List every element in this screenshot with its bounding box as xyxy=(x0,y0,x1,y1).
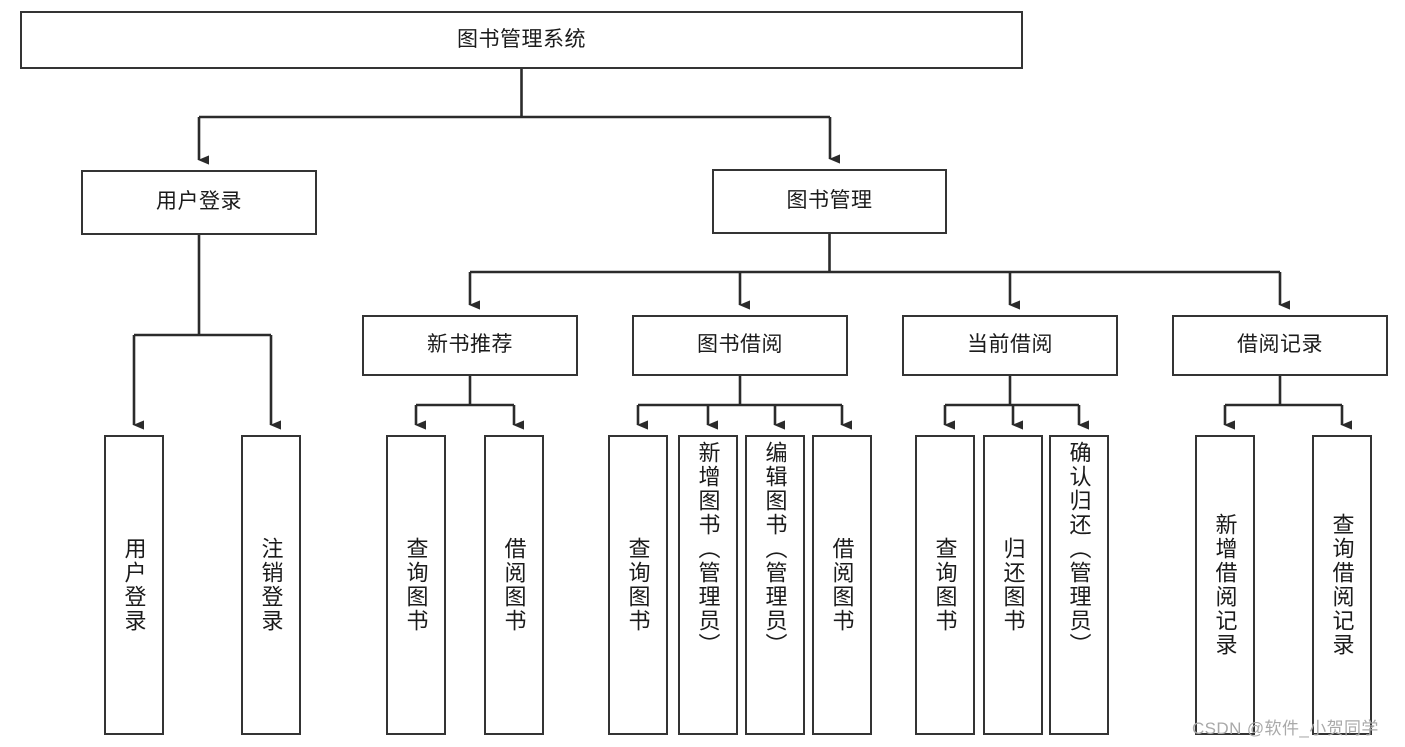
leaf-node[interactable]: 查询图书 xyxy=(608,435,668,735)
leaf-node-label: 注销登录 xyxy=(258,537,284,633)
node-book-management[interactable]: 图书管理 xyxy=(712,169,947,234)
node-borrow-record-label: 借阅记录 xyxy=(1237,333,1323,357)
node-root[interactable]: 图书管理系统 xyxy=(20,11,1023,69)
leaf-node-label: 查询图书 xyxy=(403,537,429,633)
leaf-node[interactable]: 查询图书 xyxy=(386,435,446,735)
leaf-node[interactable]: 用户登录 xyxy=(104,435,164,735)
leaf-node-label: 新增图书（管理员） xyxy=(695,441,721,657)
node-root-label: 图书管理系统 xyxy=(457,27,586,51)
node-book-management-label: 图书管理 xyxy=(786,189,873,213)
leaf-node[interactable]: 借阅图书 xyxy=(484,435,544,735)
node-book-borrow-label: 图书借阅 xyxy=(697,333,783,357)
leaf-node-label: 编辑图书（管理员） xyxy=(762,441,788,657)
leaf-node[interactable]: 借阅图书 xyxy=(812,435,872,735)
leaf-node-label: 查询图书 xyxy=(932,537,958,633)
leaf-node-label: 新增借阅记录 xyxy=(1212,513,1238,657)
node-book-borrow[interactable]: 图书借阅 xyxy=(632,315,848,376)
leaf-node[interactable]: 新增图书（管理员） xyxy=(678,435,738,735)
node-user-login-label: 用户登录 xyxy=(156,190,242,214)
node-user-login[interactable]: 用户登录 xyxy=(81,170,317,235)
leaf-node[interactable]: 确认归还（管理员） xyxy=(1049,435,1109,735)
csdn-watermark: CSDN @软件_小贺同学 xyxy=(1192,719,1379,738)
leaf-node[interactable]: 新增借阅记录 xyxy=(1195,435,1255,735)
node-current-borrow[interactable]: 当前借阅 xyxy=(902,315,1118,376)
leaf-node-label: 用户登录 xyxy=(121,537,147,633)
leaf-node-label: 查询借阅记录 xyxy=(1329,513,1355,657)
leaf-node[interactable]: 查询借阅记录 xyxy=(1312,435,1372,735)
node-borrow-record[interactable]: 借阅记录 xyxy=(1172,315,1388,376)
node-new-book-recommendation[interactable]: 新书推荐 xyxy=(362,315,578,376)
leaf-node-label: 借阅图书 xyxy=(829,537,855,633)
leaf-node-label: 确认归还（管理员） xyxy=(1066,441,1092,657)
leaf-node[interactable]: 归还图书 xyxy=(983,435,1043,735)
node-new-book-recommendation-label: 新书推荐 xyxy=(427,333,513,357)
leaf-node[interactable]: 注销登录 xyxy=(241,435,301,735)
leaf-node[interactable]: 编辑图书（管理员） xyxy=(745,435,805,735)
leaf-node-label: 归还图书 xyxy=(1000,537,1026,633)
leaf-node-label: 借阅图书 xyxy=(501,537,527,633)
leaf-node[interactable]: 查询图书 xyxy=(915,435,975,735)
leaf-node-label: 查询图书 xyxy=(625,537,651,633)
node-current-borrow-label: 当前借阅 xyxy=(967,333,1053,357)
